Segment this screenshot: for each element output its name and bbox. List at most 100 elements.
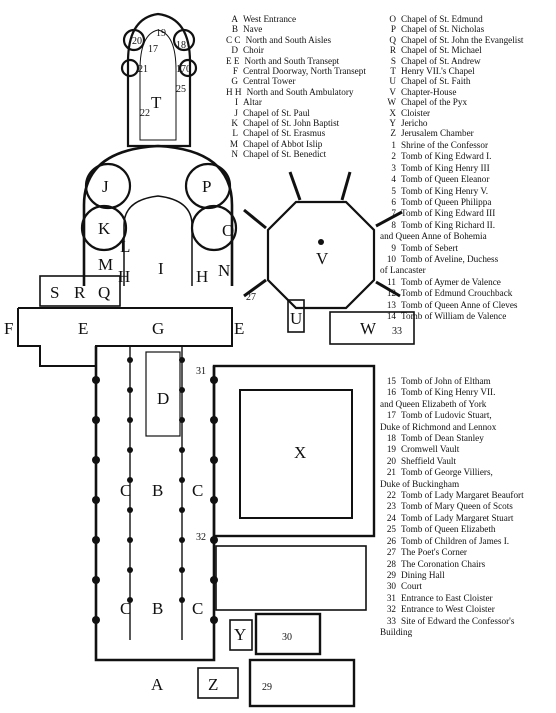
legend-text: Tomb of John of Eltham (401, 376, 491, 386)
legend-text: Tomb of Mary Queen of Scots (401, 501, 513, 512)
legend-text: Sheffield Vault (401, 455, 457, 466)
legend-key: Y (389, 118, 396, 129)
legend-key: 11 (387, 276, 396, 287)
legend-text: Shrine of the Confessor (401, 140, 489, 150)
label-G: G (152, 319, 164, 338)
chapel-j-ring (84, 162, 132, 210)
legend-text: Chapel of St. John Baptist (243, 118, 340, 129)
legend-key: 26 (386, 535, 396, 546)
legend-key: 31 (386, 592, 396, 603)
legend-key: 24 (386, 512, 396, 523)
legend-key: J (234, 107, 238, 118)
legend-text: Chapel of St. Benedict (243, 149, 327, 160)
label-E-right: E (234, 319, 244, 338)
legend-key: 12 (386, 288, 396, 299)
legend-text-continued: and Queen Anne of Bohemia (380, 231, 487, 242)
legend-entry: 26 Tomb of Children of James I. (380, 536, 524, 547)
legend-entry: 6 Tomb of Queen Philippa (380, 197, 517, 208)
legend-key: 6 (391, 197, 396, 208)
legend-text: Tomb of King Henry V. (401, 185, 489, 196)
num-32: 32 (196, 532, 206, 543)
legend-entry: 11 Tomb of Aymer de Valence (380, 277, 517, 288)
legend-key: Z (390, 128, 396, 139)
legend-key: S (390, 55, 396, 66)
legend-text: Central Doorway, North Transept (243, 66, 366, 77)
legend-text: Chapter-House (401, 86, 457, 97)
legend-text: Chapel of St. Erasmus (243, 128, 326, 139)
label-B-lower: B (152, 599, 163, 618)
legend-key: 27 (386, 547, 396, 558)
legend-text: Tomb of Sebert (401, 242, 459, 253)
legend-key: U (389, 76, 396, 87)
legend-key: F (232, 66, 238, 77)
cloister-outer (212, 364, 376, 538)
label-S: S (50, 283, 59, 302)
num-30: 30 (282, 632, 292, 643)
legend-key: R (389, 45, 396, 56)
num-170: 170 (176, 64, 191, 75)
label-O: O (222, 221, 234, 240)
legend-entry: T Henry VII.'s Chapel (384, 66, 523, 76)
legend-text: Central Tower (243, 76, 296, 87)
legend-text: Entrance to East Cloister (401, 592, 493, 603)
legend-text: The Coronation Chairs (401, 558, 486, 569)
legend-entry: L Chapel of St. Erasmus (226, 128, 366, 138)
legend-text: Tomb of Lady Margaret Stuart (401, 512, 514, 523)
chapel-o-ring (190, 204, 238, 252)
legend-text: Chapel of Abbot Islip (243, 138, 323, 149)
east-apse-outline (82, 144, 234, 286)
label-F: F (4, 319, 13, 338)
legend-text-continued: of Lancaster (380, 265, 426, 276)
legend-key: 17 (386, 410, 396, 421)
legend-text: North and South Ambulatory (246, 86, 354, 97)
legend-key: 5 (391, 185, 396, 196)
legend-key: T (390, 66, 396, 77)
legend-text: West Entrance (243, 14, 297, 24)
label-Y: Y (234, 625, 246, 644)
label-N: N (218, 261, 230, 280)
label-X: X (294, 443, 306, 462)
label-T: T (151, 93, 162, 112)
legend-text: Tomb of King Edward I. (401, 151, 492, 162)
legend-key: L (232, 128, 238, 139)
legend-text: Henry VII.'s Chapel (401, 66, 475, 77)
legend-text: Tomb of King Richard II. (401, 219, 496, 230)
legend-text: North and South Transept (244, 55, 340, 66)
legend-key: 22 (386, 490, 396, 501)
legend-text: Dining Hall (401, 569, 445, 580)
legend-text: Tomb of Children of James I. (401, 535, 510, 546)
legend-text-continued: Duke of Buckingham (380, 478, 460, 489)
legend-entry: 5 Tomb of King Henry V. (380, 186, 517, 197)
legend-key: 14 (386, 311, 396, 322)
label-C-se: C (192, 599, 203, 618)
legend-text: Tomb of King Henry VII. (401, 387, 496, 398)
label-D: D (157, 389, 169, 408)
pyx-chapel (329, 311, 415, 345)
plan-letter-labels: A B B C C C C D E E F G H H I J K L M N … (4, 93, 377, 694)
legend-text: Tomb of Aveline, Duchess (401, 254, 499, 265)
legend-key: X (389, 107, 396, 118)
legend-text: Tomb of Aymer de Valence (401, 276, 501, 287)
legend-text: Tomb of Ludovic Stuart, (401, 410, 492, 421)
legend-text: Tomb of Queen Philippa (401, 197, 492, 208)
plan-number-labels: 17 18 19 20 21 22 25 170 27 31 32 33 29 … (132, 28, 402, 693)
